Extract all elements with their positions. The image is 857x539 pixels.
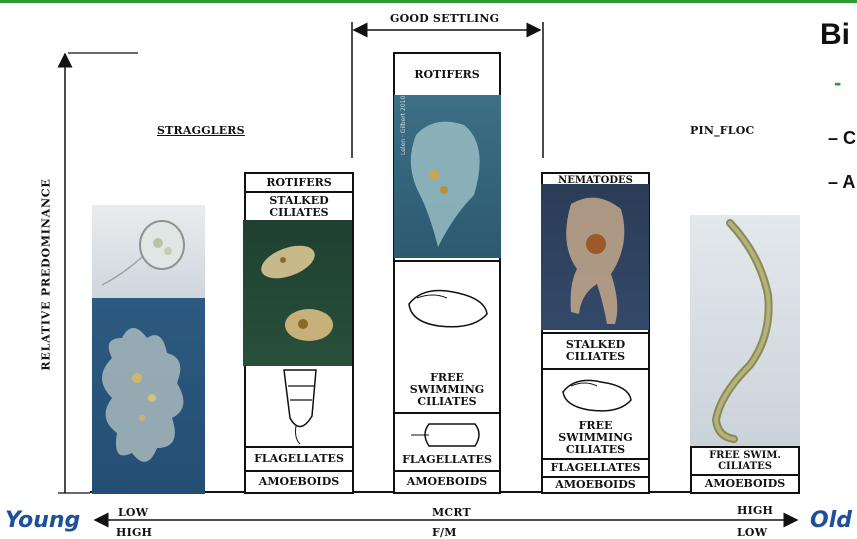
col4-amoeboids-cell: AMOEBOIDS bbox=[543, 476, 648, 492]
left-low-label: LOW bbox=[118, 506, 148, 519]
pin-floc-label: PIN_FLOC bbox=[690, 124, 754, 137]
photo-watermark: Lelen · Gilbert 2010 bbox=[400, 96, 407, 155]
col4-stalked-cell: STALKED CILIATES bbox=[543, 332, 648, 368]
old-label: Old bbox=[810, 508, 852, 533]
stalked-ciliates-photo bbox=[243, 220, 352, 366]
nematode-photo bbox=[690, 215, 800, 446]
col3-free-swimming-cell: FREE SWIMMING CILIATES bbox=[395, 260, 499, 412]
good-settling-label: GOOD SETTLING bbox=[390, 12, 499, 25]
col3-flagellate-drawing bbox=[409, 418, 489, 452]
col4-flagellates-cell: FLAGELLATES bbox=[543, 458, 648, 476]
col2-flagellates-cell: FLAGELLATES bbox=[246, 446, 352, 470]
col3-amoeboids-cell: AMOEBOIDS bbox=[395, 470, 499, 492]
rotifer-photo: Lelen · Gilbert 2010 bbox=[394, 95, 501, 258]
flagellate-drawing bbox=[276, 366, 326, 446]
y-axis-label: RELATIVE PREDOMINANCE bbox=[40, 135, 53, 415]
col3-free-swimming-label: FREE SWIMMING CILIATES bbox=[407, 372, 487, 408]
right-low-label: LOW bbox=[737, 526, 767, 539]
col5-free-swim-cell: FREE SWIM. CILIATES bbox=[692, 448, 798, 474]
young-label: Young bbox=[5, 508, 80, 533]
nematode-rotifer-photo bbox=[541, 184, 649, 330]
col5-free-swim-label: FREE SWIM. CILIATES bbox=[700, 450, 790, 472]
right-high-label: HIGH bbox=[737, 504, 773, 517]
col3-rotifers-cell: ROTIFERS bbox=[395, 54, 499, 96]
amoeba-photo bbox=[92, 298, 205, 494]
fm-label: F/M bbox=[432, 526, 457, 539]
left-high-label: HIGH bbox=[116, 526, 152, 539]
mcrt-label: MCRT bbox=[432, 506, 471, 519]
flagellate-photo bbox=[92, 205, 205, 298]
col2-rotifers-cell: ROTIFERS bbox=[246, 174, 352, 191]
stragglers-label: STRAGGLERS bbox=[157, 124, 245, 137]
col4-free-swimming-label: FREE SWIMMING CILIATES bbox=[551, 420, 641, 456]
col4-stalked-label: STALKED CILIATES bbox=[556, 339, 636, 363]
ciliate-drawing bbox=[403, 284, 493, 334]
col4-ciliate-drawing bbox=[557, 374, 637, 416]
col2-stalked-cell: STALKED CILIATES bbox=[246, 191, 352, 221]
col2-amoeboids-cell: AMOEBOIDS bbox=[246, 470, 352, 492]
column-5: FREE SWIM. CILIATES AMOEBOIDS bbox=[690, 446, 800, 494]
col5-amoeboids-cell: AMOEBOIDS bbox=[692, 474, 798, 492]
